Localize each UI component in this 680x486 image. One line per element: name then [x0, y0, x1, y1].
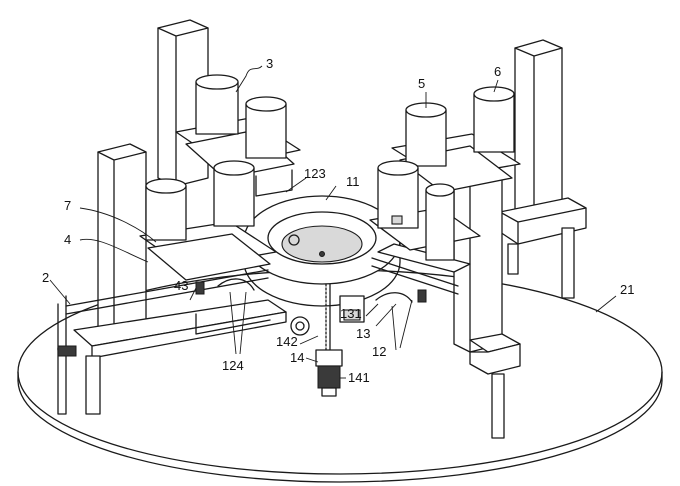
label-124: 124	[222, 358, 244, 373]
column-131	[339, 295, 365, 323]
label-131: 131	[340, 306, 362, 321]
label-2: 2	[42, 270, 49, 285]
frame-right-rear	[499, 197, 587, 299]
pillar-right-rear	[514, 39, 563, 227]
label-5: 5	[418, 76, 425, 91]
reference-numerals: 3 5 6 123 11 7 4 2 43 21 131 13 12 124 1…	[42, 56, 634, 385]
label-43: 43	[174, 278, 188, 293]
label-12: 12	[372, 344, 386, 359]
cylinder-group-6	[391, 86, 521, 193]
leader-lines	[49, 65, 617, 379]
label-13: 13	[356, 326, 370, 341]
label-123: 123	[304, 166, 326, 181]
label-14: 14	[290, 350, 304, 365]
pillar-right-front	[453, 167, 521, 439]
cylinder-group-3	[175, 74, 301, 197]
drive-motor	[290, 283, 343, 397]
cylinder-group-7	[139, 160, 300, 295]
pillar-left-front	[97, 143, 147, 339]
label-4: 4	[64, 232, 71, 247]
label-141: 141	[348, 370, 370, 385]
label-21: 21	[620, 282, 634, 297]
frame-left	[57, 269, 287, 415]
cylinder-group-12	[369, 160, 481, 303]
label-11: 11	[346, 174, 360, 189]
turntable	[243, 195, 401, 307]
label-7: 7	[64, 198, 71, 213]
rails-right	[371, 243, 471, 295]
label-142: 142	[276, 334, 298, 349]
label-3: 3	[266, 56, 273, 71]
label-6: 6	[494, 64, 501, 79]
